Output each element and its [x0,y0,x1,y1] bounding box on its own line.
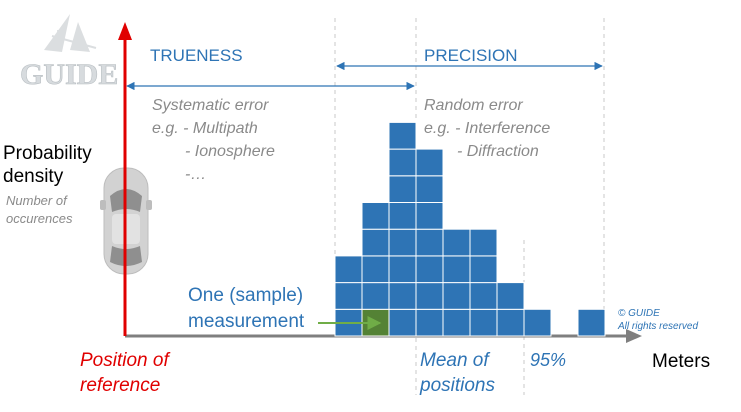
histogram-cell [415,255,444,284]
histogram-cell [469,228,498,257]
histogram-cell [442,282,471,310]
random-error-item2: - Diffraction [457,143,539,160]
mean-label-line1: Mean of [420,350,490,371]
histogram-cell [577,308,606,337]
histogram-cell [388,202,417,230]
histogram-cell [334,282,363,310]
compass-icon [44,14,97,52]
histogram-cell [442,228,471,257]
histogram-cell [388,282,417,310]
histogram-cell [334,255,363,284]
histogram-cell [469,282,498,310]
systematic-error-item3: -… [185,166,206,183]
histogram-cell [361,202,390,230]
trueness-label: TRUENESS [150,46,243,65]
histogram-cell [361,282,390,310]
reference-label-line2: reference [80,375,160,396]
y-axis-subtitle-line1: Number of [6,193,68,208]
histogram-cell [388,175,417,204]
random-error-item1: e.g. - Interference [424,120,550,137]
histogram-cell [388,121,417,150]
guide-logo: GUIDE [20,14,119,91]
histogram-cell [415,148,444,177]
x-axis-unit-label: Meters [652,351,710,372]
histogram-cell [442,308,471,337]
percentile-95-label: 95% [530,350,566,370]
histogram-cell [496,282,525,310]
histogram-cell [415,228,444,257]
y-axis-title-line2: density [3,166,64,187]
histogram-cell [442,255,471,284]
histogram-cell [496,308,525,337]
precision-label: PRECISION [424,46,518,65]
histogram-cell [415,282,444,310]
copyright-line2: All rights reserved [617,321,698,332]
reference-axis-arrow-icon [118,22,132,40]
y-axis-subtitle-line2: occurences [6,211,73,226]
systematic-error-item2: - Ionosphere [185,143,275,160]
random-error-title: Random error [424,97,523,114]
reference-label-line1: Position of [80,350,170,371]
systematic-error-item1: e.g. - Multipath [152,120,258,137]
histogram-cell [469,308,498,337]
histogram-cell [388,228,417,257]
sample-label-line1: One (sample) [188,285,303,306]
y-axis-title-line1: Probability [3,143,92,164]
copyright-line1: © GUIDE [618,308,660,319]
histogram-cell [388,148,417,177]
mean-label-line2: positions [419,375,495,396]
histogram-cell [388,308,417,337]
histogram-cell [469,255,498,284]
histogram-cell [361,228,390,257]
x-axis-arrow-icon [626,329,642,343]
logo-text: GUIDE [20,58,118,91]
histogram-cell [523,308,552,337]
histogram-cell [415,308,444,337]
sample-label-line2: measurement [188,311,305,332]
systematic-error-title: Systematic error [152,97,269,114]
histogram [334,121,606,337]
histogram-cell [415,202,444,230]
histogram-cell [361,255,390,284]
histogram-cell [415,175,444,204]
histogram-cell [388,255,417,284]
